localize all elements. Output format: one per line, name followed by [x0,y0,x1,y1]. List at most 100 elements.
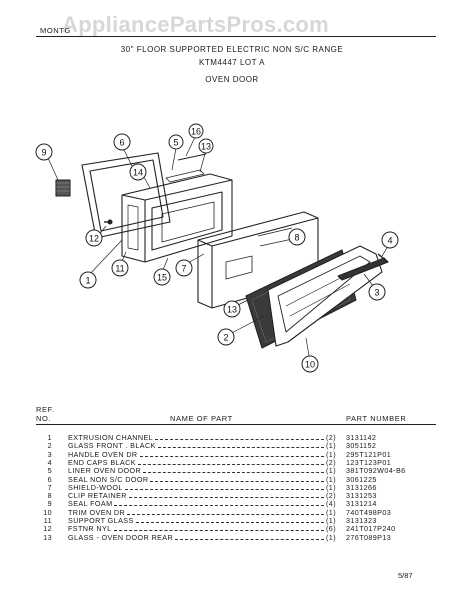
callout-13-lower: 13 [223,300,241,318]
dotted-leader [114,530,324,532]
svg-text:13: 13 [201,142,211,152]
ref-cell: 7 [47,482,52,492]
part-number-cell: 3131142 [346,433,377,442]
part-number-cell: 3131214 [346,499,377,509]
callout-6: 6 [113,133,131,151]
ref-cell: 1 [47,433,52,442]
name-cell: GLASS FRONT . BLACK [68,441,156,451]
svg-text:2: 2 [223,333,228,343]
table-row: 1 EXTRUSION CHANNEL (2) 3131142 [36,433,436,443]
name-cell: EXTRUSION CHANNEL [68,433,154,442]
name-cell: SEAL NON S/C DOOR [68,474,149,484]
dotted-leader [129,497,324,499]
ref-cell: 8 [47,491,52,501]
qty-cell: (2) [326,457,336,467]
qty-cell: (6) [326,524,336,534]
part-number-header: PART NUMBER [346,414,407,423]
ref-cell: 3 [47,449,52,459]
name-cell: CLIP RETAINER [68,491,127,501]
qty-cell: (1) [326,474,336,484]
callout-2: 2 [217,328,235,346]
liner-oven-door-part [121,173,233,263]
watermark: AppliancePartsPros.com [62,12,330,37]
qty-cell: (1) [326,449,336,459]
part-number-cell: 3131323 [346,516,377,525]
name-header: NAME OF PART [170,414,233,423]
svg-text:8: 8 [294,233,299,243]
callout-13-upper: 13 [198,138,214,154]
dotted-leader [138,463,324,465]
ref-cell: 11 [43,516,52,525]
brand-label: MONTG [40,26,71,35]
callout-3: 3 [368,283,386,301]
name-cell: GLASS - OVEN DOOR REAR [68,532,174,542]
callout-5: 5 [168,134,184,150]
part-number-cell: 740T498P03 [346,507,392,517]
ref-cell: 2 [47,441,52,451]
name-cell: SEAL FOAM [68,499,113,509]
svg-text:7: 7 [181,264,186,274]
qty-cell: (1) [326,441,336,451]
part-number-cell: 3051152 [346,441,377,451]
part-number-cell: 3131266 [346,482,377,492]
qty-cell: (2) [326,491,336,501]
ref-cell: 10 [43,507,52,517]
qty-cell: (2) [326,433,336,442]
callout-11: 11 [111,259,129,277]
name-cell: SHIELD-WOOL [68,482,123,492]
part-number-cell: 295T121P01 [346,449,392,459]
callout-10: 10 [301,355,319,373]
ref-cell: 9 [47,499,52,509]
ref-header: REF. [36,405,55,414]
callout-16: 16 [188,123,204,139]
no-header: NO. [36,414,52,423]
dotted-leader [155,439,324,440]
svg-text:3: 3 [374,288,379,298]
name-cell: FSTNR NYL [68,524,112,534]
callout-15: 15 [153,268,171,286]
dotted-leader [136,522,324,523]
dotted-leader [114,505,324,507]
qty-cell: (1) [326,507,336,517]
dotted-leader [125,488,324,490]
svg-text:16: 16 [191,127,201,137]
callout-14: 14 [129,163,147,181]
exploded-diagram: 9 6 5 16 13 14 12 1 11 15 7 8 13 2 4 3 1… [35,123,399,373]
svg-text:12: 12 [89,234,99,244]
callout-1: 1 [79,271,97,289]
table-rule [36,424,436,425]
ref-cell: 13 [43,532,52,542]
svg-text:15: 15 [157,273,167,283]
dotted-leader [150,480,324,482]
section-label: OVEN DOOR [205,75,259,84]
qty-cell: (1) [326,466,336,476]
svg-text:4: 4 [387,236,392,246]
name-cell: LINER OVEN DOOR [68,466,142,476]
callout-9: 9 [35,143,53,161]
dotted-leader [127,513,324,515]
part-number-cell: 3061225 [346,474,377,484]
name-cell: END CAPS BLACK [68,457,136,467]
callout-4: 4 [381,231,399,249]
svg-text:6: 6 [119,138,124,148]
svg-text:13: 13 [227,305,237,315]
svg-text:14: 14 [133,168,143,178]
ref-cell: 4 [47,457,52,467]
dotted-leader [158,447,324,449]
door-seal-part [81,152,171,239]
date-code: 5/87 [398,571,413,580]
part-number-cell: 276T089P13 [346,532,392,542]
model-label: KTM4447 LOT A [199,58,265,67]
svg-text:10: 10 [305,360,315,370]
name-cell: SUPPORT GLASS [68,516,134,525]
